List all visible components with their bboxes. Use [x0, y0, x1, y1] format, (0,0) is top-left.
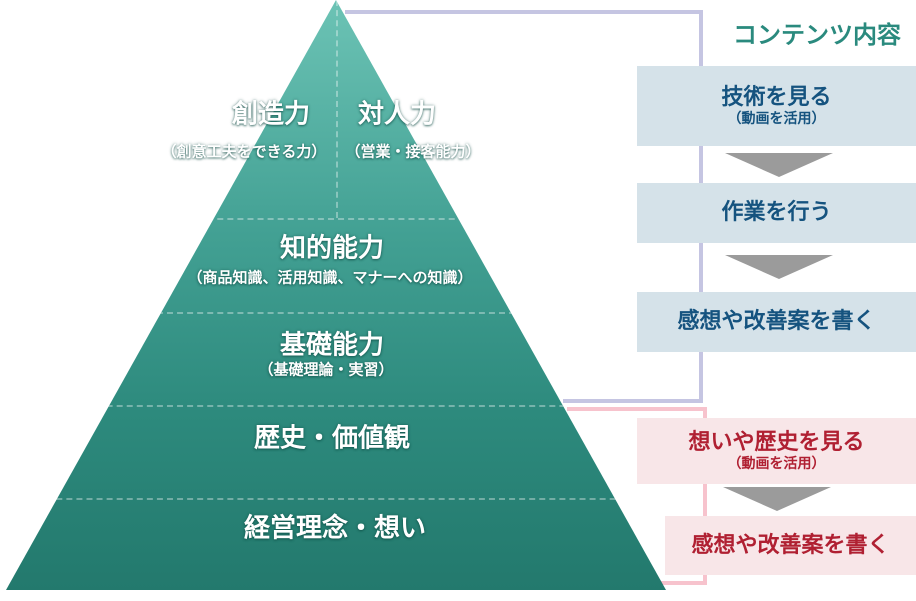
flow-step-label: 技術を見る: [721, 84, 832, 110]
lower-bracket-bottom-line: [657, 581, 707, 585]
down-arrow-icon: [723, 487, 831, 511]
pyramid-divider-1: [6, 218, 666, 220]
flow-step-label: 作業を行う: [721, 200, 832, 226]
down-arrow-icon: [725, 153, 833, 177]
pyramid-divider-3: [6, 405, 666, 407]
flow-step-write-feedback-blue: 感想や改善案を書く: [637, 292, 916, 352]
flow-step-label: 感想や改善案を書く: [677, 309, 876, 335]
pyramid-divider-4: [6, 498, 666, 500]
flow-step-do-work: 作業を行う: [637, 183, 916, 243]
upper-bracket-bottom-line: [563, 399, 703, 403]
flow-step-label: 感想や改善案を書く: [691, 532, 890, 558]
lower-bracket-top-line: [567, 407, 707, 411]
flow-step-label: 想いや歴史を見る: [688, 429, 865, 455]
flow-step-watch-history: 想いや歴史を見る （動画を活用）: [637, 418, 916, 484]
lower-bracket-vertical-line: [703, 407, 707, 585]
flow-step-watch-technique: 技術を見る （動画を活用）: [637, 66, 916, 146]
upper-bracket-top-line: [345, 10, 703, 14]
content-section-title: コンテンツ内容: [733, 21, 901, 49]
flow-step-sublabel: （動画を活用）: [727, 111, 826, 127]
down-arrow-icon: [725, 255, 833, 279]
flow-step-sublabel: （動画を活用）: [727, 456, 826, 472]
pyramid-center-divider: [336, 0, 338, 218]
flow-step-write-feedback-pink: 感想や改善案を書く: [665, 516, 916, 575]
pyramid-divider-2: [6, 312, 666, 314]
skills-pyramid: [6, 0, 666, 590]
